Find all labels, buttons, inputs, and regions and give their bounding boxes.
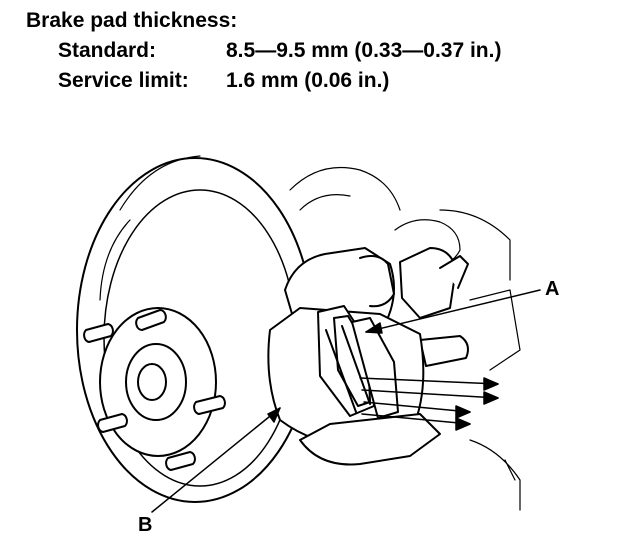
service-limit-label: Service limit:	[58, 69, 189, 92]
wheel-hub	[99, 307, 217, 457]
brake-pad-spec: Brake pad thickness: Standard: 8.5—9.5 m…	[26, 6, 501, 96]
suspension-background	[289, 166, 521, 511]
leader-line-b	[151, 407, 281, 513]
callout-b: B	[138, 514, 153, 536]
spec-heading: Brake pad thickness:	[26, 9, 238, 32]
wheel-studs	[83, 309, 226, 471]
standard-label: Standard:	[58, 39, 157, 62]
callout-a: A	[545, 278, 560, 300]
service-limit-value: 1.6 mm (0.06 in.)	[226, 69, 390, 92]
brake-pads	[317, 305, 399, 419]
standard-value: 8.5—9.5 mm (0.33—0.37 in.)	[226, 39, 502, 62]
leader-line-a	[365, 289, 541, 334]
inspection-arrows	[359, 377, 499, 431]
service-limit-row: Service limit: 1.6 mm (0.06 in.)	[26, 66, 501, 96]
standard-row: Standard: 8.5—9.5 mm (0.33—0.37 in.)	[26, 36, 501, 66]
